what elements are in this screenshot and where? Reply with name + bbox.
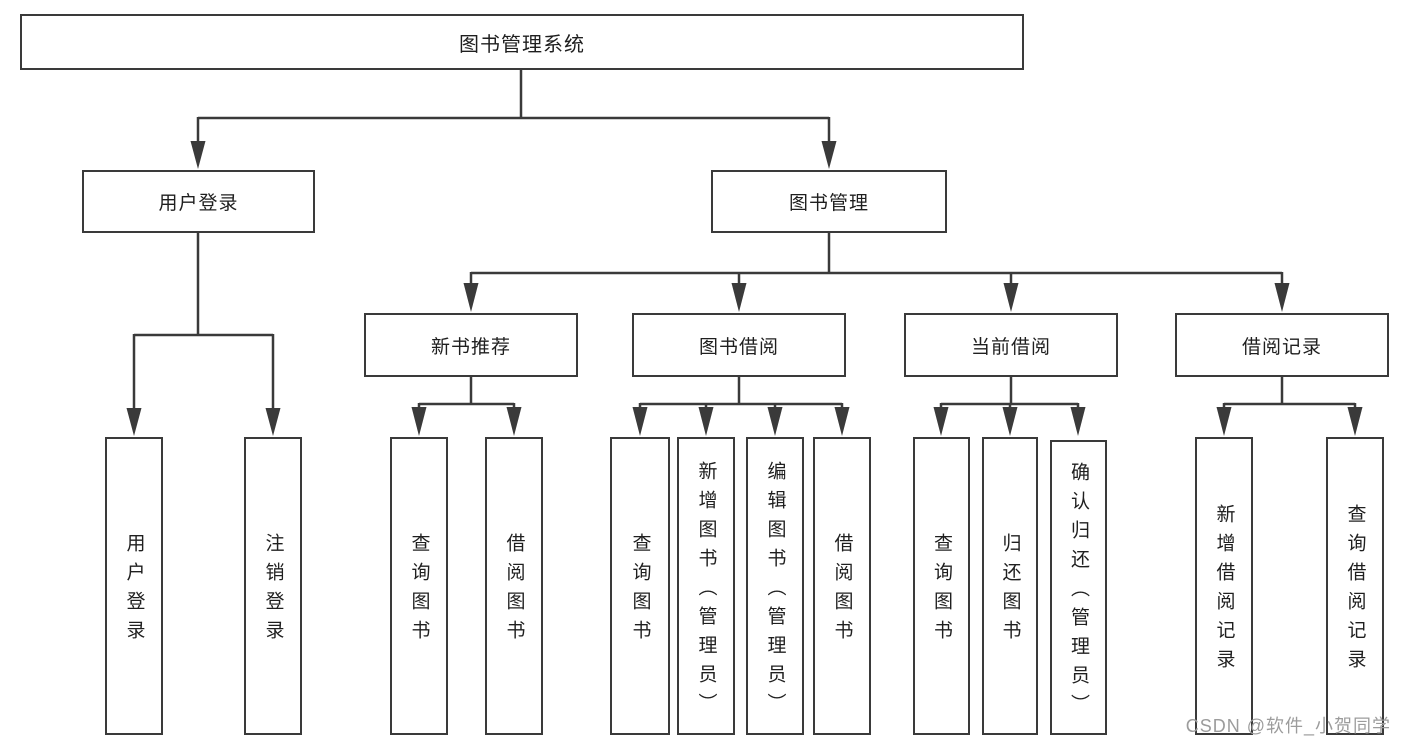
leaf-label: 借阅图书 — [831, 533, 853, 649]
node-borrow-records: 借阅记录 — [1175, 313, 1389, 377]
leaf-borrow-books: 借阅图书 — [813, 437, 871, 735]
node-new-book-recommend: 新书推荐 — [364, 313, 578, 377]
leaf-query-books-borrow: 查询图书 — [610, 437, 670, 735]
leaf-label: 注销登录 — [262, 533, 284, 649]
leaf-label: 查询图书 — [931, 533, 952, 649]
leaf-label: 查询图书 — [629, 533, 651, 649]
leaf-query-borrow-record: 查询借阅记录 — [1326, 437, 1384, 735]
leaf-query-books-recommend: 查询图书 — [390, 437, 448, 735]
leaf-user-login: 用户登录 — [105, 437, 163, 735]
node-user-login-branch: 用户登录 — [82, 170, 315, 233]
leaf-label: 用户登录 — [123, 533, 145, 649]
node-label: 借阅记录 — [1241, 336, 1322, 358]
leaf-label: 借阅图书 — [503, 533, 525, 649]
leaf-borrow-books-recommend: 借阅图书 — [485, 437, 543, 735]
leaf-confirm-return-admin: 确认归还（管理员） — [1050, 440, 1107, 735]
node-label: 图书管理 — [788, 193, 869, 214]
node-label: 图书管理系统 — [459, 33, 585, 56]
node-label: 新书推荐 — [430, 336, 511, 358]
node-current-borrow: 当前借阅 — [904, 313, 1118, 377]
leaf-label: 新增图书（管理员） — [695, 460, 717, 722]
leaf-label: 归还图书 — [999, 533, 1021, 649]
node-label: 图书借阅 — [698, 336, 779, 358]
node-book-management-branch: 图书管理 — [711, 170, 947, 233]
leaf-return-books: 归还图书 — [982, 437, 1038, 735]
leaf-label: 查询借阅记录 — [1344, 504, 1366, 678]
leaf-label: 确认归还（管理员） — [1068, 462, 1089, 723]
leaf-label: 查询图书 — [408, 533, 430, 649]
leaf-label: 新增借阅记录 — [1213, 504, 1235, 678]
leaf-edit-books-admin: 编辑图书（管理员） — [746, 437, 804, 735]
node-library-management-system: 图书管理系统 — [20, 14, 1024, 70]
leaf-add-books-admin: 新增图书（管理员） — [677, 437, 735, 735]
leaf-label: 编辑图书（管理员） — [764, 460, 786, 722]
leaf-logout: 注销登录 — [244, 437, 302, 735]
node-label: 当前借阅 — [970, 336, 1051, 358]
leaf-add-borrow-record: 新增借阅记录 — [1195, 437, 1253, 735]
leaf-query-books-current: 查询图书 — [913, 437, 970, 735]
node-label: 用户登录 — [158, 193, 239, 214]
node-book-borrow: 图书借阅 — [632, 313, 846, 377]
